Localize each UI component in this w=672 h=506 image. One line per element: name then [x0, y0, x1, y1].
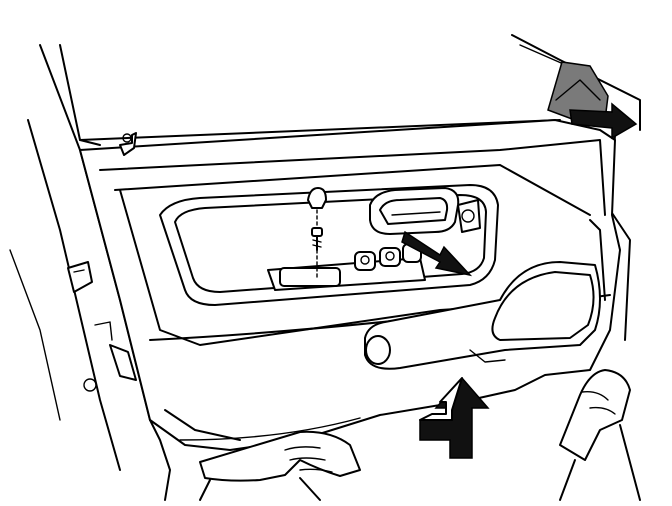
panel-lift-arrow: [419, 376, 490, 459]
interior-door-handle: [369, 187, 460, 235]
hands: [149, 369, 641, 501]
window-switch-panel: [267, 199, 481, 291]
screw: [311, 209, 323, 281]
trim-clip: [119, 132, 137, 156]
mirror-cover-pull-arrow: [569, 102, 638, 140]
armrest-pull-cup: [364, 261, 601, 370]
screw-cover-cap: [307, 187, 327, 209]
handle-bezel-pull-arrow: [401, 230, 473, 277]
